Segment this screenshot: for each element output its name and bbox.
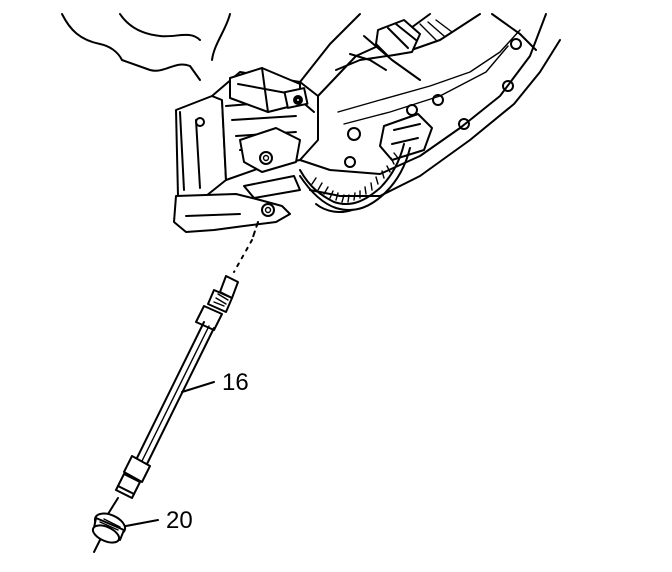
callout-16-label: 16: [222, 369, 249, 396]
cap-part-20: [91, 497, 159, 553]
installation-path: [233, 221, 259, 273]
filler-tube-part-16: [115, 275, 239, 499]
wiring-harness: [299, 143, 411, 213]
callout-20-label: 20: [166, 507, 193, 534]
transmission-housing: [61, 13, 561, 233]
